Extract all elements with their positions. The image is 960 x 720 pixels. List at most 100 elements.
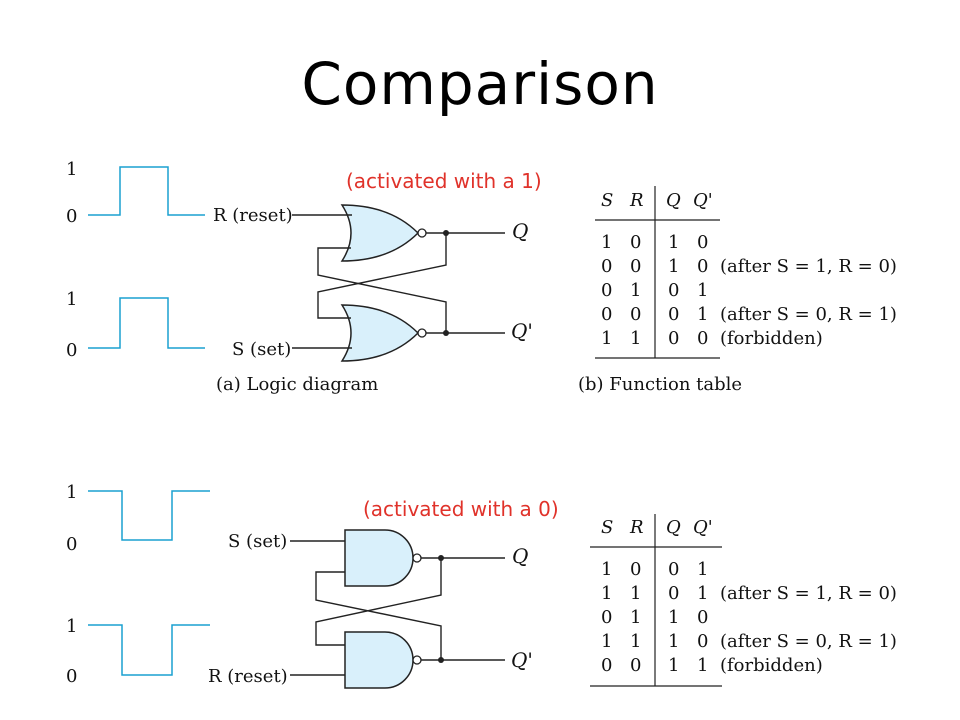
bottom-cell: 0 <box>697 631 708 652</box>
top-th-s: S <box>601 190 613 211</box>
bottom-junction-q <box>438 555 444 561</box>
top-cell: 0 <box>601 280 612 301</box>
bottom-th-q: Q <box>666 517 681 538</box>
bottom-wires <box>290 540 505 676</box>
top-table-rows: 1 0 1 0 0 0 1 0 (after S = 1, R = 0) 0 1… <box>601 232 897 349</box>
top-function-table: S R Q Q' 1 0 1 0 0 0 1 0 (after S = 1, R… <box>578 186 897 395</box>
top-cell: 0 <box>601 304 612 325</box>
top-cell: 0 <box>630 232 641 253</box>
top-th-q: Q <box>666 190 681 211</box>
bottom-cell: 1 <box>630 607 641 628</box>
top-nor-bubble-1 <box>417 228 427 238</box>
bottom-cell: 1 <box>668 655 679 676</box>
top-s-waveform <box>88 297 205 349</box>
bottom-cell: 1 <box>697 655 708 676</box>
top-output-qp: Q' <box>511 319 533 343</box>
top-cell: 0 <box>668 328 679 349</box>
top-cell: 1 <box>697 304 708 325</box>
top-row-note: (after S = 0, R = 1) <box>720 304 897 325</box>
bottom-cell: 1 <box>601 559 612 580</box>
top-cell: 1 <box>668 256 679 277</box>
top-input-r-label: R (reset) <box>213 205 293 226</box>
top-cell: 0 <box>668 280 679 301</box>
bottom-cell: 1 <box>668 631 679 652</box>
top-cell: 0 <box>697 256 708 277</box>
bottom-nand-gate-1 <box>344 529 414 587</box>
top-r-level-low: 0 <box>66 206 77 227</box>
top-row-note: (after S = 1, R = 0) <box>720 256 897 277</box>
top-cell: 1 <box>630 280 641 301</box>
top-cell: 0 <box>697 328 708 349</box>
bottom-nand-latch: 1 0 1 0 S (set) R (reset) Q Q' <box>66 482 533 689</box>
bottom-cell: 1 <box>601 583 612 604</box>
top-nor-bubble-2 <box>417 328 427 338</box>
top-nor-latch: 1 0 1 0 R (reset) S (set) Q Q' (a) Logic… <box>66 159 533 395</box>
top-cell: 0 <box>601 256 612 277</box>
bottom-cell: 0 <box>630 559 641 580</box>
top-cell: 1 <box>630 328 641 349</box>
top-junction-q <box>443 230 449 236</box>
top-th-qp: Q' <box>693 190 713 211</box>
bottom-th-qp: Q' <box>693 517 713 538</box>
bottom-cell: 0 <box>668 583 679 604</box>
bottom-cell: 1 <box>697 559 708 580</box>
top-input-s-label: S (set) <box>232 339 291 360</box>
top-r-level-high: 1 <box>66 159 77 180</box>
bottom-function-table: S R Q Q' 1 0 0 1 1 1 0 1 (after S = 1, R… <box>590 514 897 687</box>
bottom-nand-bubble-2 <box>412 655 422 665</box>
top-wires <box>292 214 505 349</box>
top-cell: 0 <box>697 232 708 253</box>
top-cell: 1 <box>601 232 612 253</box>
top-nor-gate-2 <box>340 304 420 362</box>
top-cell: 1 <box>697 280 708 301</box>
bottom-cell: 1 <box>668 607 679 628</box>
bottom-output-qp: Q' <box>511 648 533 672</box>
top-activation-note: (activated with a 1) <box>346 169 542 193</box>
bottom-nand-bubble-1 <box>412 553 422 563</box>
slide-title: Comparison <box>301 50 659 118</box>
bottom-cell: 0 <box>697 607 708 628</box>
bottom-row-note: (forbidden) <box>720 655 823 676</box>
top-caption-logic: (a) Logic diagram <box>216 374 378 395</box>
bottom-cell: 0 <box>668 559 679 580</box>
bottom-s-waveform <box>88 490 210 541</box>
bottom-s-level-high: 1 <box>66 482 77 503</box>
top-row-note: (forbidden) <box>720 328 823 349</box>
bottom-s-level-low: 0 <box>66 534 77 555</box>
bottom-cell: 1 <box>630 631 641 652</box>
top-output-q: Q <box>512 219 528 243</box>
bottom-r-waveform <box>88 624 210 676</box>
bottom-cell: 0 <box>630 655 641 676</box>
top-cell: 0 <box>668 304 679 325</box>
top-cell: 0 <box>630 256 641 277</box>
top-s-level-high: 1 <box>66 289 77 310</box>
bottom-nand-gate-2 <box>344 631 414 689</box>
top-cell: 0 <box>630 304 641 325</box>
top-r-waveform <box>88 166 205 216</box>
top-cell: 1 <box>601 328 612 349</box>
top-nor-gate-1 <box>340 204 420 262</box>
top-junction-qp <box>443 330 449 336</box>
bottom-input-s-label: S (set) <box>228 531 287 552</box>
bottom-th-r: R <box>629 517 644 538</box>
bottom-r-level-high: 1 <box>66 616 77 637</box>
top-s-level-low: 0 <box>66 340 77 361</box>
bottom-cell: 1 <box>697 583 708 604</box>
top-th-r: R <box>629 190 644 211</box>
bottom-row-note: (after S = 1, R = 0) <box>720 583 897 604</box>
bottom-row-note: (after S = 0, R = 1) <box>720 631 897 652</box>
bottom-cell: 1 <box>601 631 612 652</box>
bottom-th-s: S <box>601 517 613 538</box>
bottom-activation-note: (activated with a 0) <box>363 497 559 521</box>
bottom-table-rows: 1 0 0 1 1 1 0 1 (after S = 1, R = 0) 0 1… <box>601 559 897 676</box>
top-caption-table: (b) Function table <box>578 374 742 395</box>
bottom-input-r-label: R (reset) <box>208 666 288 687</box>
top-cell: 1 <box>668 232 679 253</box>
bottom-junction-qp <box>438 657 444 663</box>
bottom-r-level-low: 0 <box>66 666 77 687</box>
bottom-cell: 0 <box>601 655 612 676</box>
bottom-output-q: Q <box>512 544 528 568</box>
bottom-cell: 1 <box>630 583 641 604</box>
bottom-cell: 0 <box>601 607 612 628</box>
